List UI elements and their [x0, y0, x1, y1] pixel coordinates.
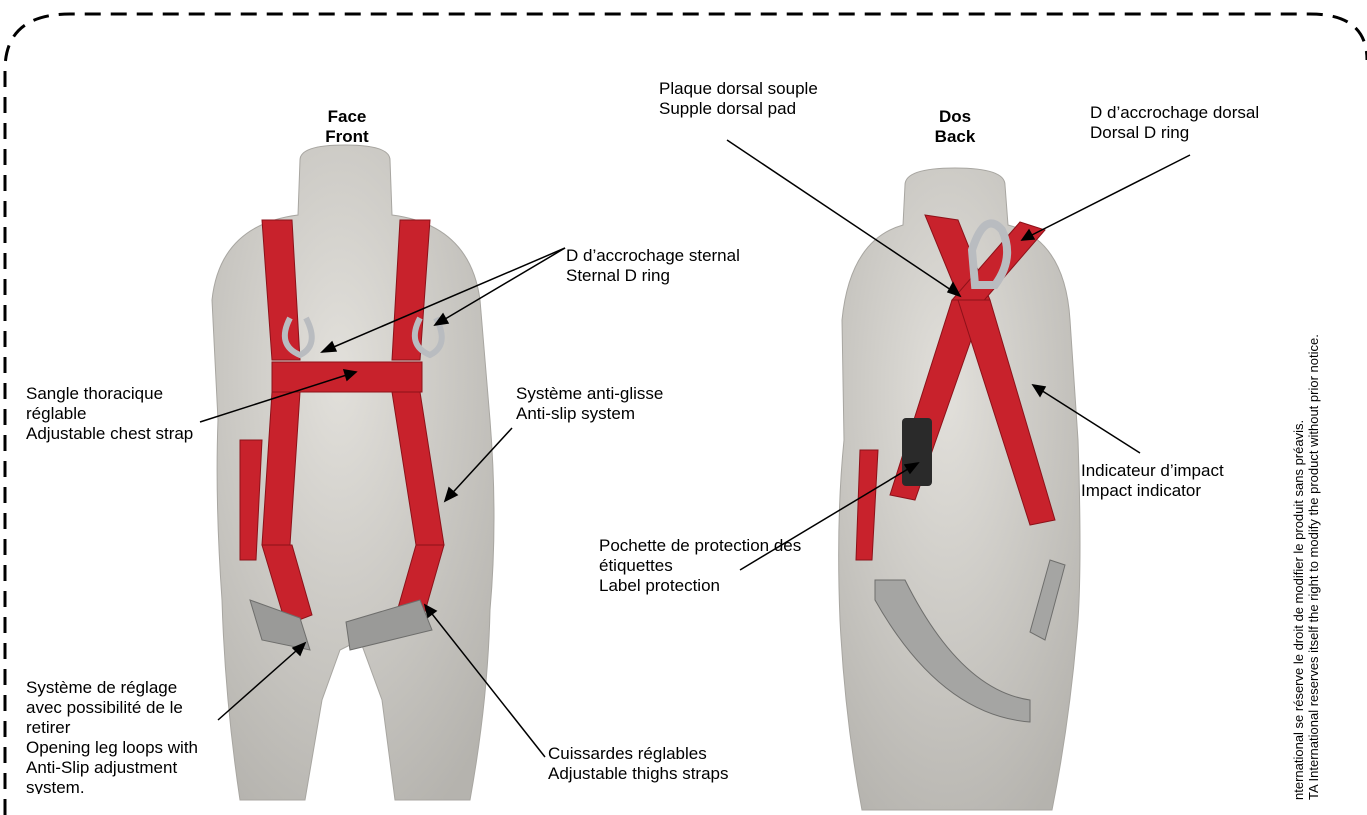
front-heading-en: Front — [302, 127, 392, 147]
leg-loops-en3: system. — [26, 778, 198, 794]
label-protection-en: Label protection — [599, 576, 801, 596]
disclaimer-fr: nternational se réserve le droit de modi… — [1291, 240, 1306, 800]
front-heading: Face Front — [302, 107, 392, 147]
callout-label-protection: Pochette de protection des étiquettes La… — [599, 536, 801, 596]
callout-thigh-straps: Cuissardes réglables Adjustable thighs s… — [548, 744, 729, 784]
back-heading-fr: Dos — [910, 107, 1000, 127]
dorsal-ring-fr: D d’accrochage dorsal — [1090, 103, 1259, 123]
thigh-straps-fr: Cuissardes réglables — [548, 744, 729, 764]
dorsal-pad-fr: Plaque dorsal souple — [659, 79, 818, 99]
callout-dorsal-ring: D d’accrochage dorsal Dorsal D ring — [1090, 103, 1259, 143]
disclaimer-note: nternational se réserve le droit de modi… — [1291, 240, 1337, 800]
front-heading-fr: Face — [302, 107, 392, 127]
leg-loops-en1: Opening leg loops with — [26, 738, 198, 758]
label-protection-fr1: Pochette de protection des — [599, 536, 801, 556]
impact-indicator-en: Impact indicator — [1081, 481, 1224, 501]
callout-chest-strap: Sangle thoracique réglable Adjustable ch… — [26, 384, 193, 444]
callout-anti-slip: Système anti-glisse Anti-slip system — [516, 384, 663, 424]
callout-sternal-ring: D d’accrochage sternal Sternal D ring — [566, 246, 740, 286]
callout-impact-indicator: Indicateur d’impact Impact indicator — [1081, 461, 1224, 501]
impact-indicator-fr: Indicateur d’impact — [1081, 461, 1224, 481]
leg-loops-fr3: retirer — [26, 718, 198, 738]
label-protection-fr2: étiquettes — [599, 556, 801, 576]
callout-leg-loops: Système de réglage avec possibilité de l… — [26, 678, 198, 794]
dorsal-ring-en: Dorsal D ring — [1090, 123, 1259, 143]
leg-loops-fr2: avec possibilité de le — [26, 698, 198, 718]
back-heading-en: Back — [910, 127, 1000, 147]
anti-slip-fr: Système anti-glisse — [516, 384, 663, 404]
leg-loops-en2: Anti-Slip adjustment — [26, 758, 198, 778]
sternal-ring-fr: D d’accrochage sternal — [566, 246, 740, 266]
leg-loops-fr1: Système de réglage — [26, 678, 198, 698]
anti-slip-en: Anti-slip system — [516, 404, 663, 424]
disclaimer-en: TA International reserves itself the rig… — [1306, 240, 1321, 800]
chest-strap-fr2: réglable — [26, 404, 193, 424]
chest-strap-en: Adjustable chest strap — [26, 424, 193, 444]
back-heading: Dos Back — [910, 107, 1000, 147]
dorsal-pad-en: Supple dorsal pad — [659, 99, 818, 119]
sternal-ring-en: Sternal D ring — [566, 266, 740, 286]
chest-strap-fr1: Sangle thoracique — [26, 384, 193, 404]
thigh-straps-en: Adjustable thighs straps — [548, 764, 729, 784]
callout-dorsal-pad: Plaque dorsal souple Supple dorsal pad — [659, 79, 818, 119]
